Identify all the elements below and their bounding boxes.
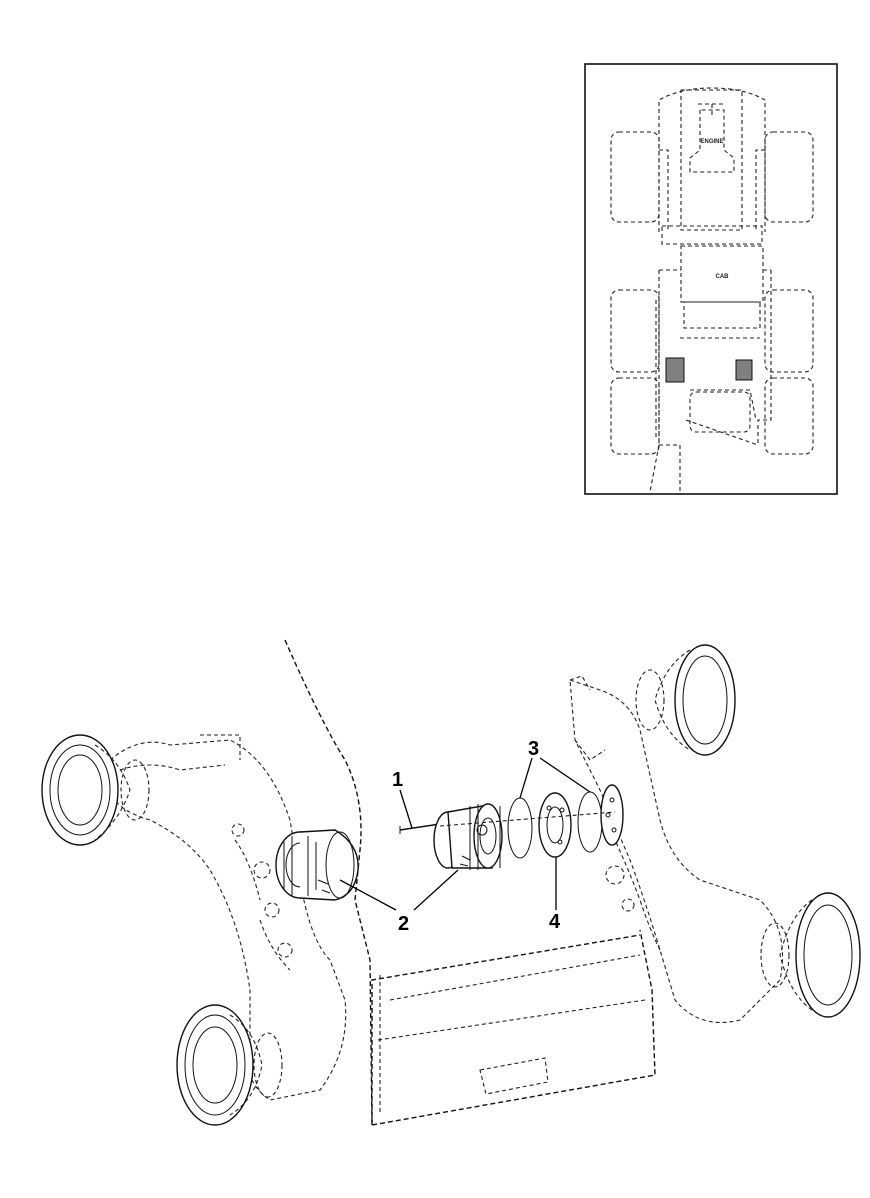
leader-3b: [539, 757, 591, 793]
rear-frame-right: [757, 270, 772, 445]
tire-front-left: [610, 131, 660, 223]
leader-2a: [339, 879, 397, 911]
pivot-bearing: [538, 792, 572, 858]
callout-4: 4: [549, 911, 561, 933]
left-bogie-assembly: [41, 734, 347, 1126]
front-frame-crossmember: [661, 225, 763, 245]
leader-3a: [519, 757, 533, 799]
assembly-centerline: [439, 811, 616, 827]
tire-rear-left: [610, 377, 660, 455]
engine-block: [689, 109, 735, 173]
tire-mid-left: [610, 289, 660, 373]
callout-2: 2: [398, 913, 409, 935]
right-bogie-beam: [569, 679, 783, 1024]
callout-1: 1: [392, 769, 403, 791]
shim-left: [507, 797, 533, 859]
right-bogie-assembly: [569, 644, 861, 1024]
right-front-hub: [635, 644, 736, 756]
left-pivot-clamp: [275, 829, 359, 901]
mounting-flange: [600, 784, 624, 846]
hood-outline: [658, 87, 766, 232]
right-pivot-clamp: [433, 803, 503, 870]
leader-2b: [413, 869, 459, 911]
tire-rear-right: [764, 377, 814, 455]
engine-label: ENGINE: [700, 139, 723, 145]
callout-3: 3: [528, 738, 539, 760]
frame-outline: [284, 639, 656, 1126]
cab-label: CAB: [716, 274, 730, 280]
locator-inset: ENGINE CAB: [584, 63, 838, 495]
main-exploded-view: 1 2 3 4: [41, 639, 861, 1126]
leader-lines: [339, 757, 591, 911]
leader-1: [399, 789, 413, 829]
highlight-left-pivot: [665, 357, 685, 383]
pivot-pin: [399, 823, 441, 834]
right-rear-hub: [760, 892, 861, 1018]
tire-mid-right: [764, 289, 814, 373]
engine-bay: [680, 89, 743, 231]
shim-right: [577, 791, 603, 853]
left-bogie-beam: [109, 739, 347, 1101]
frame-slot: [479, 1057, 549, 1095]
inset-frame: [584, 63, 838, 495]
left-front-hub: [41, 734, 150, 846]
highlight-right-pivot: [735, 359, 753, 381]
rear-frame-left: [655, 270, 681, 492]
left-rear-hub: [176, 1004, 283, 1126]
